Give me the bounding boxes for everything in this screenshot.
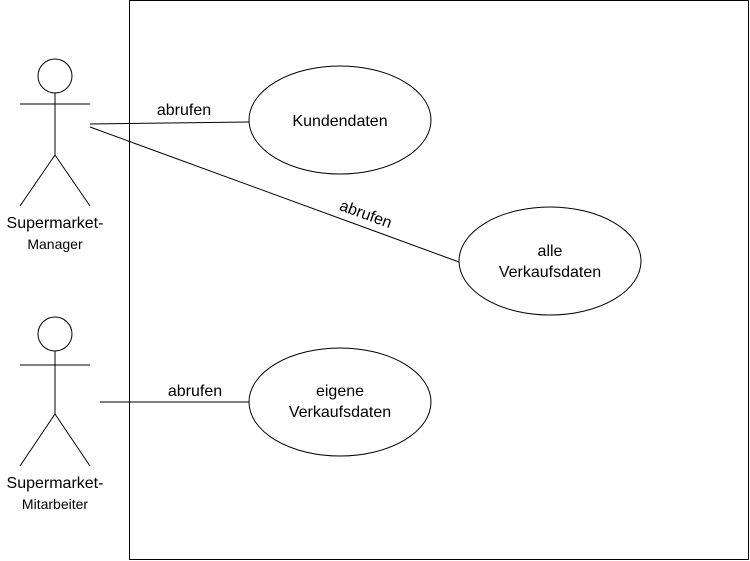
use-case-label-line1: eigene xyxy=(316,383,364,400)
use-case-label-line2: Verkaufsdaten xyxy=(499,264,601,281)
actor-mitarbeiter[interactable]: Supermarket- Mitarbeiter xyxy=(7,316,104,512)
stick-figure-icon xyxy=(19,316,91,467)
use-case-ellipse xyxy=(248,347,432,457)
association-line-manager-kundendaten xyxy=(89,121,250,125)
stick-figure-icon xyxy=(19,58,91,207)
use-case-alle-verkaufsdaten[interactable]: alle Verkaufsdaten xyxy=(458,206,642,316)
actor-name-line2: Manager xyxy=(27,236,83,252)
actor-name-line1: Supermarket- xyxy=(7,215,104,232)
association-line-manager-alle-verkaufsdaten xyxy=(89,126,460,263)
actor-name-line2: Mitarbeiter xyxy=(22,496,88,512)
system-boundary xyxy=(129,0,749,560)
use-case-ellipse xyxy=(248,65,432,175)
use-case-label-line2: Verkaufsdaten xyxy=(289,404,391,421)
association-label-manager-kundendaten: abrufen xyxy=(157,102,211,119)
actor-manager[interactable]: Supermarket- Manager xyxy=(7,58,104,252)
use-case-label-line1: alle xyxy=(538,243,563,260)
use-case-ellipse xyxy=(458,206,642,316)
use-case-kundendaten[interactable]: Kundendaten xyxy=(248,65,432,175)
use-case-eigene-verkaufsdaten[interactable]: eigene Verkaufsdaten xyxy=(248,347,432,457)
association-label-mitarbeiter-eigene-verkaufsdaten: abrufen xyxy=(168,383,222,400)
use-case-label: Kundendaten xyxy=(292,113,387,130)
actor-name-line1: Supermarket- xyxy=(7,475,104,492)
